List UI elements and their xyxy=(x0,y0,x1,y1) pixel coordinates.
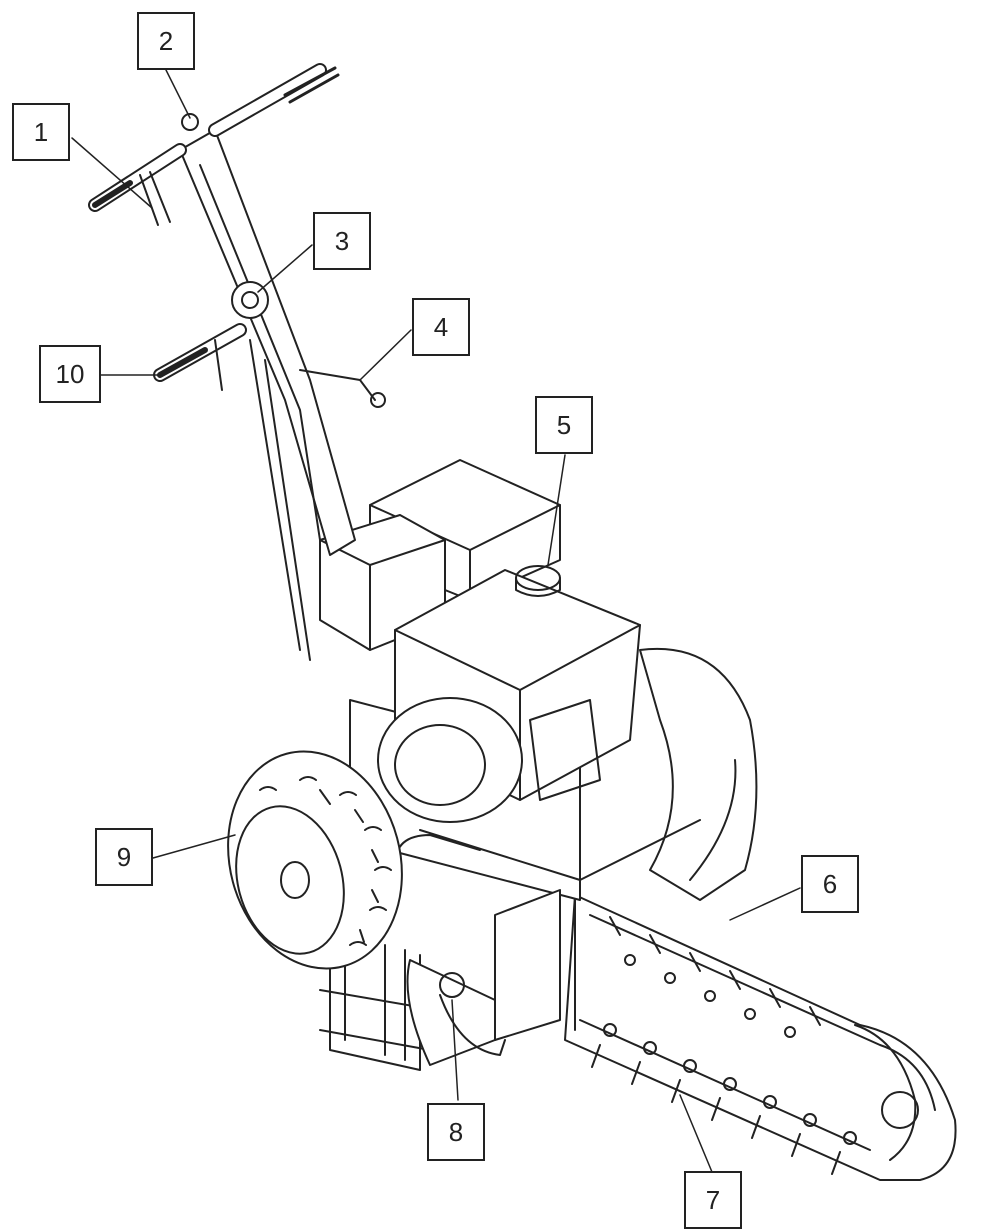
callout-10: 10 xyxy=(39,345,101,403)
digging-boom xyxy=(564,894,957,1181)
callout-3: 3 xyxy=(313,212,371,270)
callout-7: 7 xyxy=(684,1171,742,1229)
callout-2: 2 xyxy=(137,12,195,70)
callout-4: 4 xyxy=(412,298,470,356)
callout-leaders xyxy=(71,69,801,1173)
depth-crank xyxy=(439,972,506,1056)
callout-5: 5 xyxy=(535,396,593,454)
wheel xyxy=(227,750,403,970)
digging-teeth xyxy=(591,916,919,1175)
callout-1: 1 xyxy=(12,103,70,161)
engine xyxy=(319,459,641,823)
handlebar-assembly xyxy=(88,63,386,661)
callout-9: 9 xyxy=(95,828,153,886)
callout-8: 8 xyxy=(427,1103,485,1161)
chain-guard xyxy=(639,647,758,901)
callout-6: 6 xyxy=(801,855,859,913)
